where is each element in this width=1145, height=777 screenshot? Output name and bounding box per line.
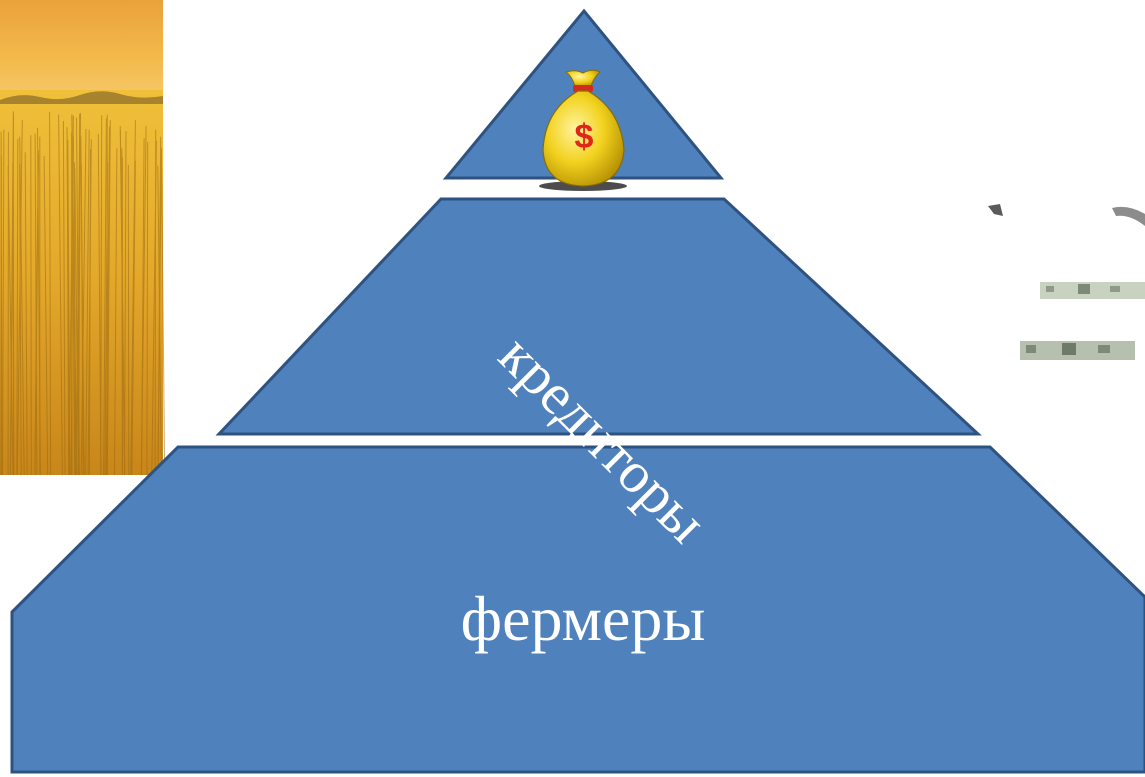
tier-label-bottom: фермеры [461, 583, 706, 654]
dollar-sign: $ [575, 118, 594, 156]
money-bag-icon: $ [539, 69, 627, 191]
pyramid-tier-middle [215, 197, 982, 436]
banknotes-image [988, 204, 1145, 360]
wheat-field-image [0, 0, 166, 476]
pyramid-tier-bottom [10, 445, 1145, 774]
